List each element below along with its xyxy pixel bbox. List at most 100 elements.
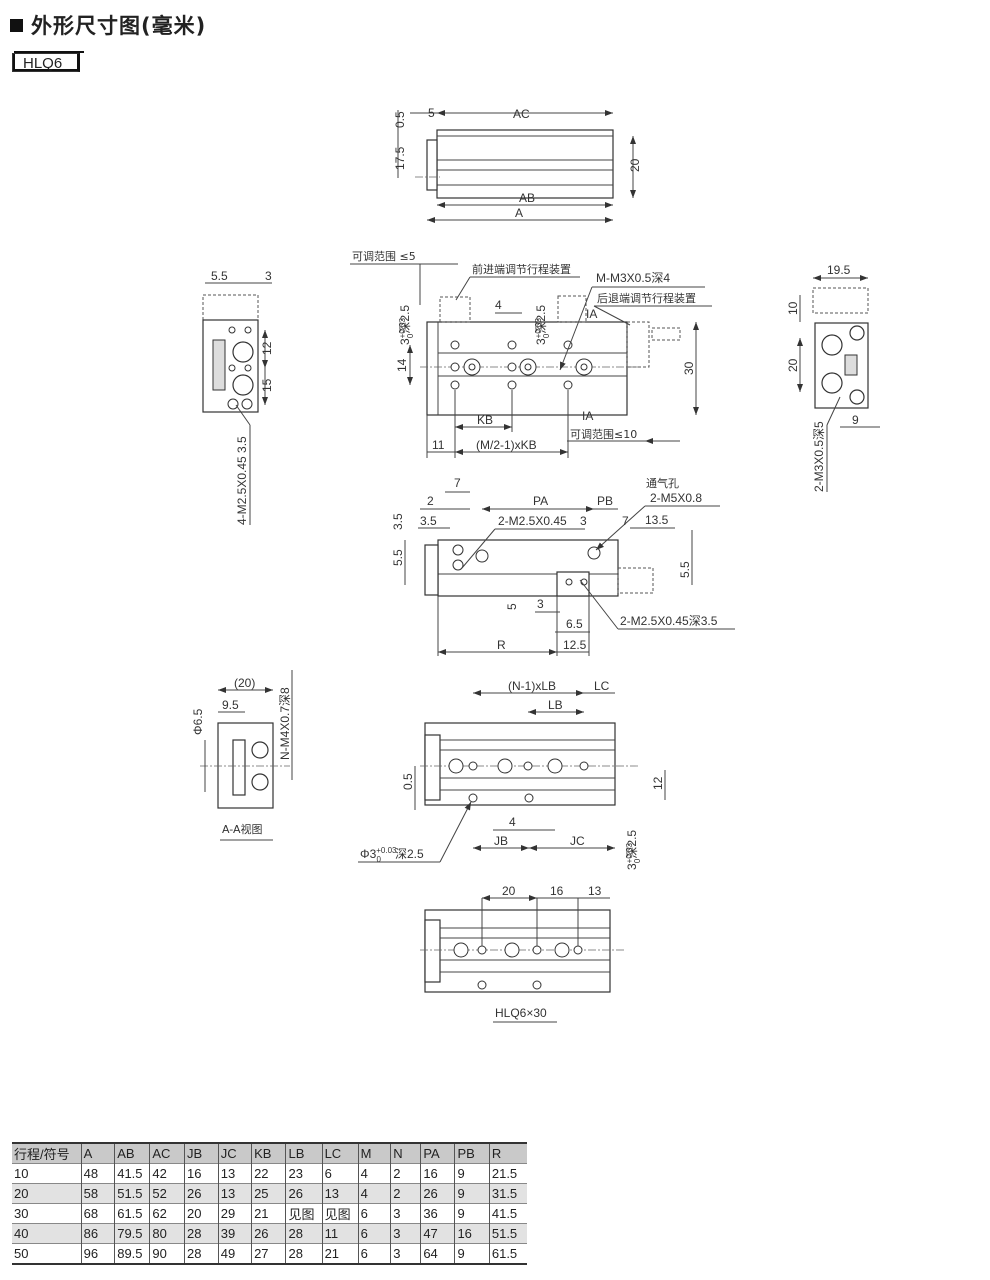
body-outline <box>436 129 614 199</box>
model-tab-shadow <box>14 51 84 53</box>
dimension-label: PB <box>597 494 613 508</box>
hole-outline <box>228 364 236 372</box>
table-cell: 26 <box>285 1183 323 1204</box>
hole-outline <box>453 942 469 958</box>
dimension-label: 通气孔 <box>646 476 679 490</box>
table-cell: 61.5 <box>114 1203 150 1224</box>
dimension-label: 3.5 <box>420 514 437 528</box>
dimension-line <box>235 404 251 426</box>
table-cell: 28 <box>183 1223 219 1244</box>
dimension-label: IA <box>582 409 593 423</box>
table-cell: 39 <box>217 1223 252 1244</box>
dimension-label: 13 <box>588 884 602 898</box>
body-outline <box>439 296 471 323</box>
dimension-label: 可调范围 ≤5 <box>352 249 416 263</box>
dimension-label: 7 <box>454 476 461 490</box>
table-cell: 51.5 <box>488 1223 527 1244</box>
dimension-label: 深2.5 <box>395 847 424 861</box>
dimension-label: 3+0.030深2.5 <box>398 305 415 345</box>
table-cell: 21.5 <box>488 1163 527 1184</box>
dimension-line <box>593 305 631 326</box>
hole-outline <box>241 398 253 410</box>
table-cell: 16 <box>454 1223 490 1244</box>
dimension-label: KB <box>477 413 493 427</box>
dimension-label: R <box>497 638 506 652</box>
dimension-label: 5 <box>428 106 435 120</box>
hole-outline <box>532 980 542 990</box>
dimension-label: +0.03 <box>376 846 397 855</box>
table-cell: 6 <box>357 1243 391 1264</box>
dimension-label: 30 <box>682 361 696 375</box>
table-cell: 90 <box>149 1243 185 1264</box>
hole-outline <box>452 559 464 571</box>
hole-outline <box>448 758 464 774</box>
dimension-label: 10 <box>786 301 800 315</box>
table-cell: 41.5 <box>114 1163 150 1184</box>
dimension-label: 3+0.030深2.5 <box>534 305 551 345</box>
dimension-line <box>455 276 471 301</box>
dimension-label: 0.5 <box>401 773 415 790</box>
hole-outline <box>507 380 517 390</box>
dimension-label: 3 <box>537 597 544 611</box>
table-cell: 40 <box>14 1226 29 1241</box>
dimension-line <box>826 396 841 426</box>
bottom-view: 7 2 PA PB 通气孔 2-M5X0.8 3.5 3.5 2-M2.5X0.… <box>391 476 735 656</box>
dimension-line <box>461 528 496 569</box>
model-tab: HLQ6 <box>12 53 80 72</box>
column-header: AC <box>149 1143 185 1164</box>
table-cell: 50 <box>14 1246 29 1261</box>
hole-outline <box>244 326 252 334</box>
dimension-label: IA <box>586 307 597 321</box>
dimension-label: JC <box>570 834 585 848</box>
table-cell: 29 <box>217 1203 252 1224</box>
column-header: 行程/符号 <box>14 1147 70 1162</box>
hole-outline <box>573 945 583 955</box>
dimension-label: 深2.5 <box>534 305 548 334</box>
body-outline <box>626 321 650 368</box>
body-outline <box>424 919 441 983</box>
table-cell: 42 <box>149 1163 185 1184</box>
table-cell: 4 <box>357 1183 391 1204</box>
hole-outline <box>228 326 236 334</box>
table-cell: 3 <box>390 1243 421 1264</box>
table-cell: 3 <box>390 1223 421 1244</box>
dimension-label: 7 <box>622 514 629 528</box>
dimension-line <box>595 505 646 551</box>
body-outline <box>202 294 259 321</box>
dimension-label: 12.5 <box>563 638 587 652</box>
dimension-label: +0.03 <box>534 318 543 339</box>
hole-outline <box>450 362 460 372</box>
body-outline <box>426 139 438 191</box>
hole-outline <box>497 758 513 774</box>
column-header: A <box>80 1143 115 1164</box>
hole-outline <box>587 546 601 560</box>
dimension-label: 6.5 <box>566 617 583 631</box>
dimension-label: LC <box>594 679 610 693</box>
dimension-label: (N-1)xLB <box>508 679 556 693</box>
dimension-label: AB <box>519 191 535 205</box>
dimension-label: (20) <box>234 676 255 690</box>
table-cell: 86 <box>80 1223 115 1244</box>
dimension-label: (M/2-1)xKB <box>476 438 537 452</box>
dimension-line <box>559 286 593 371</box>
hole-outline <box>524 363 532 371</box>
column-header: M <box>357 1143 391 1164</box>
dimension-label: 20 <box>786 358 800 372</box>
dimension-label: 3 <box>398 338 412 345</box>
table-cell: 49 <box>217 1243 252 1264</box>
table-cell: 51.5 <box>114 1183 150 1204</box>
table-cell: 2 <box>390 1183 421 1204</box>
hole-outline <box>477 945 487 955</box>
dimension-label: 2-M2.5X0.45深3.5 <box>620 614 718 628</box>
front-view: 可调范围 ≤5 前进端调节行程装置 M-M3X0.5深4 后退端调节行程装置 3… <box>350 249 712 458</box>
hole-outline <box>244 364 252 372</box>
table-cell: 4 <box>357 1163 391 1184</box>
column-header: PB <box>454 1143 490 1164</box>
table-cell: 20 <box>183 1203 219 1224</box>
table-cell: 30 <box>14 1206 29 1221</box>
